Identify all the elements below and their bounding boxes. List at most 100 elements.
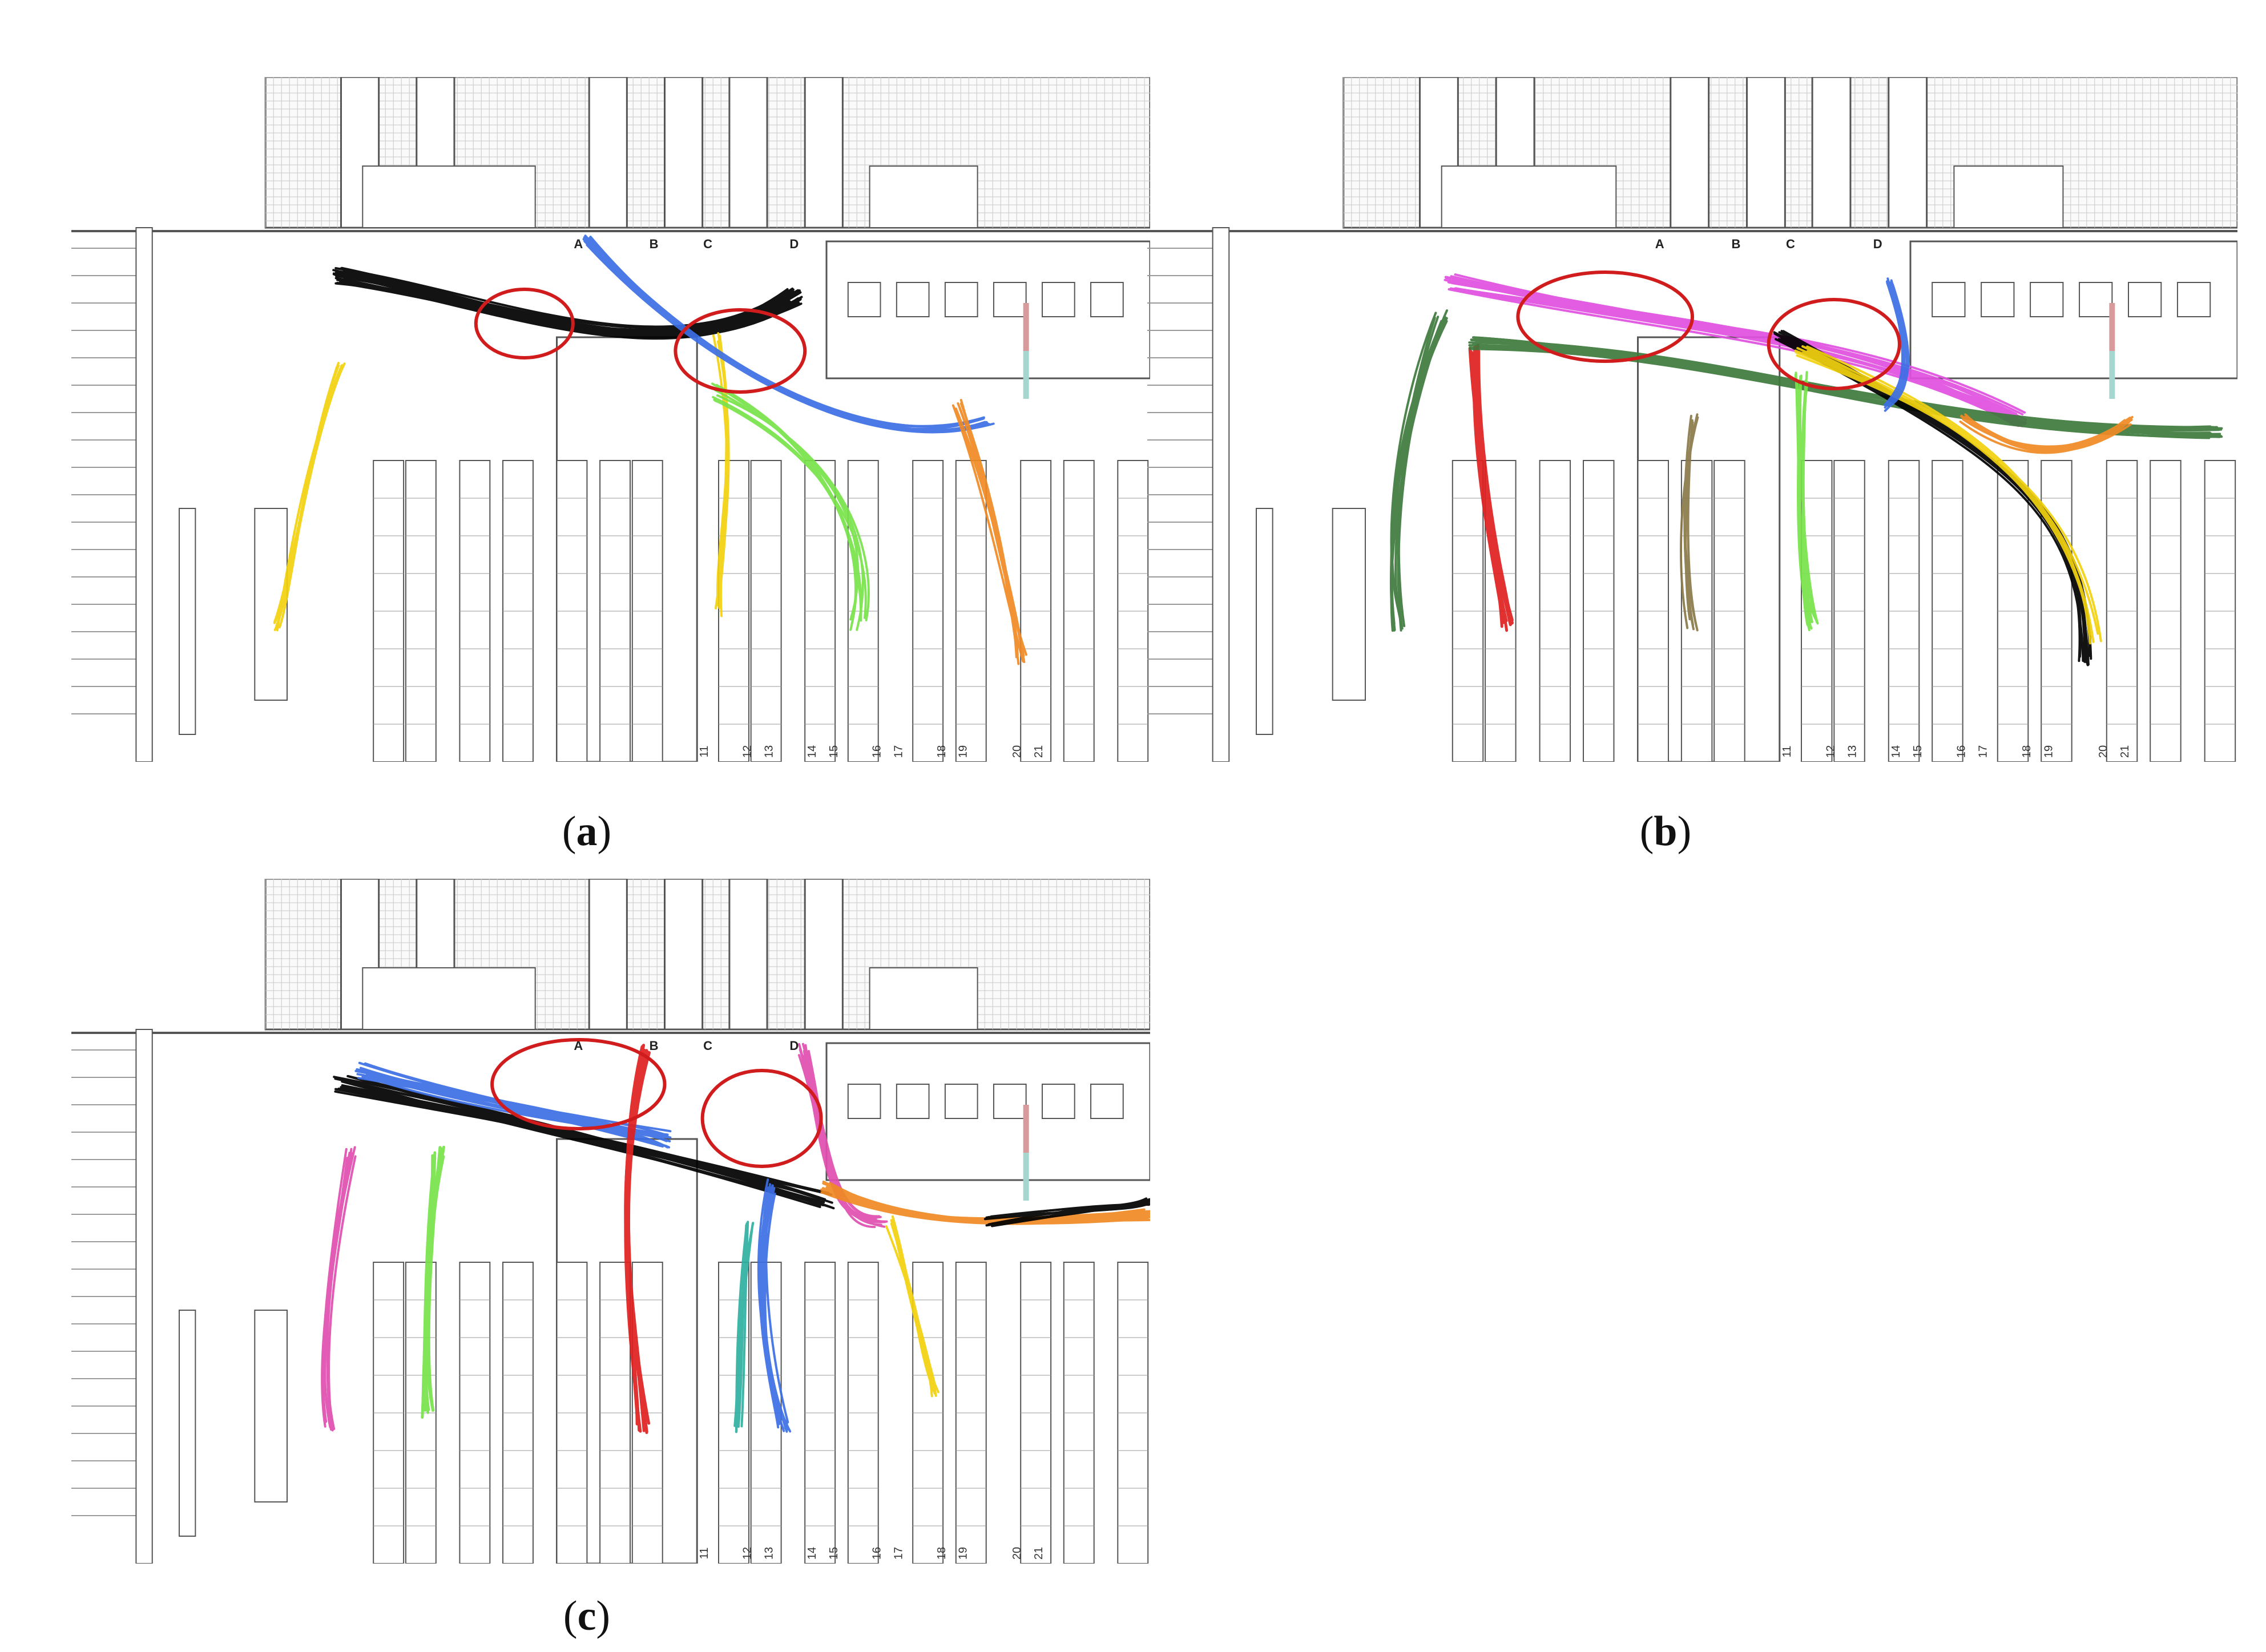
office-block — [1909, 240, 2237, 379]
bay-3 — [1746, 77, 1786, 229]
traj-darkgreen — [1389, 309, 1448, 632]
caption-a: (a) — [562, 808, 612, 855]
office-desk-0 — [847, 282, 881, 317]
traj-magenta — [1444, 273, 2027, 427]
traj-olive — [1679, 413, 1699, 632]
office-desk-0 — [1932, 282, 1966, 317]
aisle-number-15: 15 — [1912, 745, 1924, 758]
traj-yellow-2 — [712, 332, 730, 617]
office-desk-4 — [1042, 1084, 1075, 1119]
traj-green — [421, 1145, 445, 1419]
left-shelf — [1256, 508, 1273, 735]
aisle-number-19: 19 — [957, 745, 970, 758]
aisle-number-11: 11 — [698, 746, 711, 758]
aisle-number-13: 13 — [1846, 745, 1859, 758]
dock-door-D: D — [1873, 237, 1882, 251]
office-desk-1 — [896, 1084, 930, 1119]
inner-box-0 — [362, 165, 536, 228]
office-desk-3 — [993, 282, 1027, 317]
traj-green — [1794, 371, 1819, 631]
bay-5 — [804, 879, 844, 1031]
bay-2 — [588, 77, 628, 229]
office-block — [825, 240, 1150, 379]
office-desk-3 — [993, 1084, 1027, 1119]
aisle-number-21: 21 — [2119, 745, 2131, 758]
traj-teal — [733, 1221, 755, 1433]
aisle-number-12: 12 — [741, 1547, 754, 1560]
traj-black-2 — [983, 1197, 1150, 1227]
inner-box-0 — [362, 967, 536, 1030]
aisle-number-11: 11 — [698, 1548, 711, 1560]
aisle-number-14: 14 — [1890, 745, 1902, 758]
office-desk-2 — [944, 1084, 978, 1119]
left-wall — [135, 227, 153, 762]
traj-yellow — [885, 1215, 940, 1397]
aisle-number-16: 16 — [871, 1547, 884, 1560]
office-desk-2 — [2030, 282, 2064, 317]
inner-box-0 — [1441, 165, 1617, 228]
aisle-number-16: 16 — [871, 745, 884, 758]
dock-door-A: A — [574, 1039, 583, 1053]
dock-door-B: B — [650, 237, 659, 251]
aisle-number-18: 18 — [2021, 745, 2033, 758]
bay-2 — [1670, 77, 1710, 229]
aisle-number-14: 14 — [806, 745, 818, 758]
aisle-number-21: 21 — [1033, 745, 1045, 758]
traj-black — [332, 266, 803, 340]
inner-box-1 — [869, 967, 978, 1030]
traj-blue — [354, 1061, 672, 1149]
aisle-number-13: 13 — [763, 745, 776, 758]
highlight-circle-2 — [674, 308, 807, 394]
aisle-number-18: 18 — [936, 745, 948, 758]
office-desk-5 — [2176, 282, 2211, 317]
traj-red — [1468, 344, 1514, 632]
traj-darkgreen-2 — [1468, 336, 2223, 439]
dock-door-B: B — [1731, 237, 1740, 251]
left-shelf-2 — [1332, 508, 1366, 701]
left-wall — [135, 1029, 153, 1564]
dock-door-C: C — [1786, 237, 1795, 251]
bay-2 — [588, 879, 628, 1031]
aisle-number-19: 19 — [2042, 745, 2055, 758]
dock-door-C: C — [703, 237, 712, 251]
dock-door-C: C — [703, 1039, 712, 1053]
trajectories — [321, 1043, 1150, 1434]
traj-blue — [582, 235, 995, 434]
aisle-number-17: 17 — [892, 1547, 905, 1560]
office-desk-3 — [2079, 282, 2113, 317]
office-desk-5 — [1090, 1084, 1124, 1119]
office-desk-4 — [1042, 282, 1075, 317]
aisle-number-15: 15 — [828, 1547, 840, 1560]
caption-c: (c) — [563, 1593, 611, 1639]
highlight-circle-1 — [474, 288, 575, 360]
bay-4 — [728, 77, 768, 229]
traj-blue — [1883, 277, 1910, 412]
dock-door-A: A — [1655, 237, 1664, 251]
traj-pink — [321, 1146, 357, 1432]
dock-door-D: D — [789, 1039, 799, 1053]
aisle-number-11: 11 — [1781, 746, 1793, 758]
traj-red — [624, 1044, 651, 1434]
aisle-number-15: 15 — [828, 745, 840, 758]
office-desk-1 — [896, 282, 930, 317]
aisle-number-18: 18 — [936, 1547, 948, 1560]
traj-yellow — [273, 362, 346, 632]
aisle-number-13: 13 — [763, 1547, 776, 1560]
aisle-number-20: 20 — [1011, 1547, 1023, 1560]
aisle-number-20: 20 — [1011, 745, 1023, 758]
bay-5 — [1888, 77, 1928, 229]
highlight-circle-2 — [700, 1069, 823, 1168]
dock-door-A: A — [574, 237, 583, 251]
highlight-circle-2 — [1767, 298, 1901, 390]
traj-blue-2 — [757, 1178, 792, 1433]
office-block — [825, 1042, 1150, 1181]
trajectories — [273, 235, 1027, 665]
dock-door-D: D — [789, 237, 799, 251]
office-desk-4 — [2128, 282, 2162, 317]
